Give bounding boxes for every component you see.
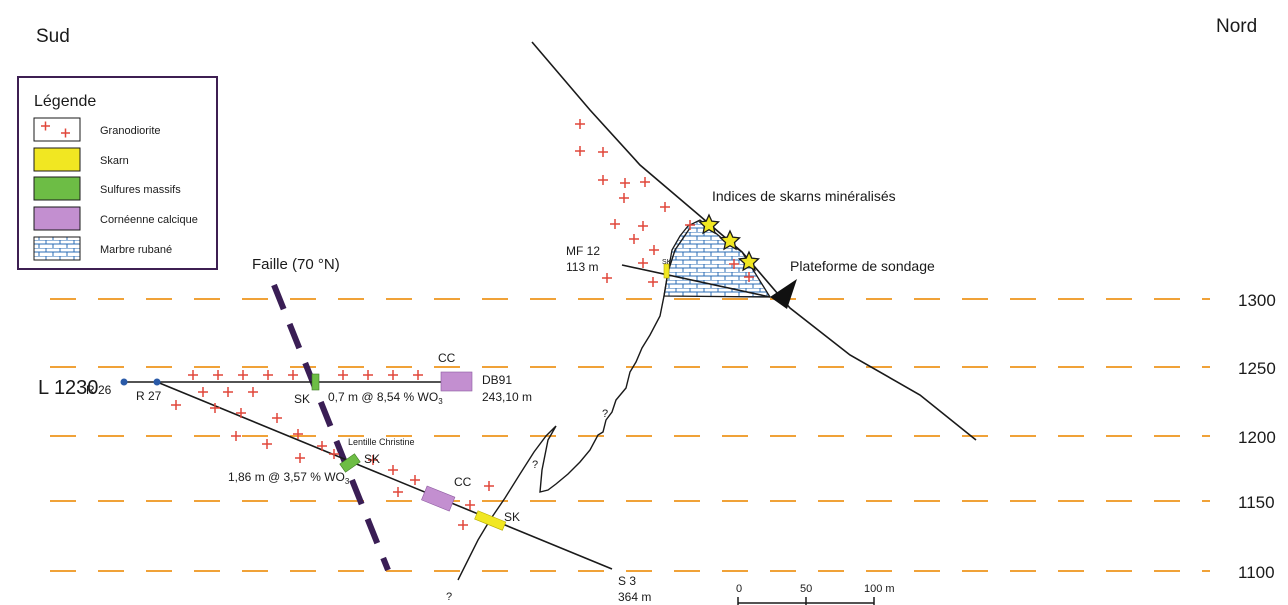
elevation-lines <box>50 298 1210 572</box>
hole-label-mf12: MF 12 <box>566 244 600 258</box>
intercept-label-1: 0,7 m @ 8,54 % WO3 <box>328 390 443 406</box>
legend-label-granodiorite: Granodiorite <box>100 125 161 137</box>
elevation-label-1200: 1200 <box>1238 428 1276 447</box>
star-icon <box>718 229 742 251</box>
marble-body <box>663 219 772 298</box>
legend-item-hornfels: Cornéenne calcique <box>33 206 198 231</box>
skarn-interval-mf12 <box>663 263 670 279</box>
south-label: Sud <box>36 26 70 47</box>
star-icon <box>737 250 761 272</box>
skarn-interval-s3 <box>474 510 507 531</box>
hole-label-s3: S 3 <box>618 574 636 588</box>
hole-depth-mf12: 113 m <box>566 260 598 274</box>
drill-platform-marker <box>770 279 797 309</box>
legend-item-skarn: Skarn <box>33 147 129 172</box>
legend-item-granodiorite: Granodiorite <box>33 117 161 142</box>
fault-line <box>271 283 391 572</box>
sulfide-swatch <box>33 176 81 201</box>
star-icon <box>697 213 721 235</box>
legend-item-marble: Marbre rubané <box>33 236 172 261</box>
legend-label-marble: Marbre rubané <box>100 244 172 256</box>
legend-label-skarn: Skarn <box>100 155 129 167</box>
north-label: Nord <box>1216 16 1257 37</box>
uncertain-mark-1: ? <box>602 408 608 420</box>
granodiorite-symbols <box>171 119 754 530</box>
scale-label-100: 100 m <box>864 583 895 595</box>
sulfide-interval-db91 <box>311 373 320 391</box>
uncertain-mark-2: ? <box>532 459 538 471</box>
drill-platform-label: Plateforme de sondage <box>790 258 935 274</box>
scale-bar: 0 50 100 m <box>736 583 895 605</box>
lentille-christine-label: Lentille Christine <box>348 437 415 447</box>
hole-label-db91: DB91 <box>482 373 512 387</box>
skarn-swatch <box>33 147 81 172</box>
elevation-label-1150: 1150 <box>1238 493 1275 512</box>
elevation-label-1250: 1250 <box>1238 359 1276 378</box>
hole-label-r26: R 26 <box>86 383 112 397</box>
sulfide-interval-s3 <box>339 453 361 473</box>
cc-label-db91: CC <box>438 351 456 365</box>
elevation-label-1300: 1300 <box>1238 291 1276 310</box>
fault-label: Faille (70 °N) <box>252 256 340 273</box>
contact-line <box>457 227 691 581</box>
sk-label-db91: SK <box>294 392 310 406</box>
collar-r26 <box>120 378 128 386</box>
hornfels-interval-s3 <box>421 485 456 512</box>
drillhole-s3 <box>156 381 613 570</box>
level-label: L 1230 <box>38 377 98 399</box>
legend-label-hornfels: Cornéenne calcique <box>100 214 198 226</box>
legend: Légende Granodiorite Skarn Sulfures mass… <box>17 76 218 270</box>
mineralized-skarn-stars <box>697 213 761 272</box>
hornfels-interval-db91 <box>440 371 473 392</box>
sk-label-s3-lower: SK <box>504 510 520 524</box>
hole-depth-s3: 364 m <box>618 590 651 604</box>
intercept-label-2: 1,86 m @ 3,57 % WO3 <box>228 470 350 486</box>
uncertain-mark-3: ? <box>446 591 452 603</box>
collar-r27 <box>153 378 161 386</box>
hole-depth-db91: 243,10 m <box>482 390 532 404</box>
marble-swatch <box>33 236 81 261</box>
drillhole-mf12 <box>621 264 771 298</box>
sk-label-s3-upper: SK <box>364 452 380 466</box>
hornfels-swatch <box>33 206 81 231</box>
legend-item-sulfides: Sulfures massifs <box>33 176 181 201</box>
sk-label-mf12: SK <box>662 259 672 266</box>
legend-title: Légende <box>34 93 96 110</box>
scale-label-50: 50 <box>800 583 812 595</box>
elevation-label-1100: 1100 <box>1238 563 1275 582</box>
hole-label-r27: R 27 <box>136 389 162 403</box>
legend-label-sulfides: Sulfures massifs <box>100 184 181 196</box>
skarn-showings-label: Indices de skarns minéralisés <box>712 188 896 204</box>
granodiorite-swatch <box>41 121 70 138</box>
scale-label-0: 0 <box>736 583 742 595</box>
topographic-surface <box>531 41 977 441</box>
cc-label-s3: CC <box>454 475 472 489</box>
